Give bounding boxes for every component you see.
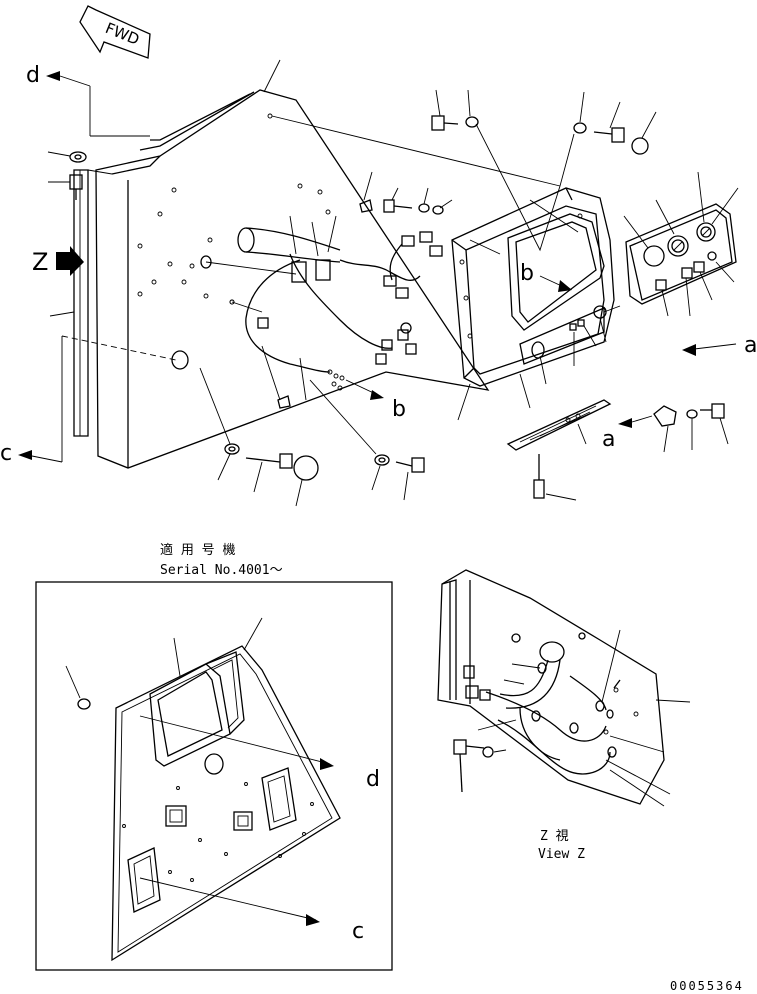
lower-cover-plate: a bbox=[506, 399, 653, 501]
view-z-arrow: Z bbox=[32, 246, 84, 276]
ref-d-top: d bbox=[26, 63, 150, 137]
ref-label-b-right: b bbox=[520, 261, 534, 286]
bottom-fasteners bbox=[199, 367, 425, 507]
inset-serial: Serial No.4001～ bbox=[160, 563, 283, 578]
small-connectors bbox=[327, 369, 345, 391]
inset-title-jp: 適 用 号 機 bbox=[160, 542, 235, 558]
washer-bolt-left bbox=[47, 151, 87, 200]
ref-label-c-top: c bbox=[0, 441, 12, 466]
ref-label-a-plate: a bbox=[602, 427, 615, 452]
wiring-harness bbox=[200, 215, 443, 401]
ref-label-b-left: b bbox=[392, 397, 406, 422]
ref-label-d-inset: d bbox=[366, 767, 380, 792]
ref-a-right: a bbox=[682, 333, 757, 358]
ref-label-c-inset: c bbox=[352, 919, 364, 944]
switch-fasteners bbox=[653, 403, 729, 453]
view-z-caption-en: View Z bbox=[538, 847, 585, 862]
ref-c-top: c bbox=[0, 335, 177, 466]
inset-panel: d c bbox=[65, 617, 380, 962]
instrument-frame bbox=[451, 187, 621, 421]
fwd-arrow-icon: FWD bbox=[79, 5, 151, 59]
side-strip bbox=[49, 169, 89, 437]
panel-fasteners bbox=[261, 171, 453, 409]
inset-frame bbox=[35, 581, 393, 971]
leader-line-top bbox=[271, 115, 561, 187]
ref-b-right: b bbox=[520, 261, 572, 292]
ref-label-a-right: a bbox=[744, 333, 757, 358]
drawing-number: 00055364 bbox=[670, 979, 744, 993]
main-panel bbox=[87, 59, 490, 469]
view-z-caption-jp: Z 視 bbox=[540, 829, 569, 844]
ref-label-d-top: d bbox=[26, 63, 40, 88]
view-z-detail bbox=[437, 569, 691, 807]
gauge-panel bbox=[623, 171, 739, 317]
ref-label-z: Z bbox=[32, 248, 48, 276]
ref-b-left: b bbox=[345, 379, 406, 422]
upper-right-fasteners bbox=[431, 89, 657, 252]
